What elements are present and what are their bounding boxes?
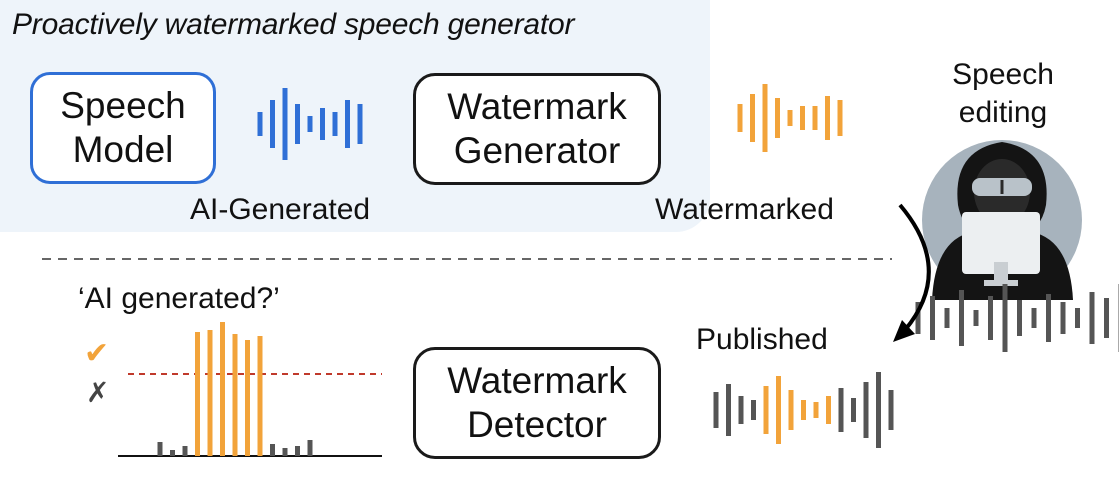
speech-editing-line2: editing [958, 96, 1048, 129]
ai-generated-question: ‘AI generated?’ [78, 282, 280, 315]
detector-score-bars [118, 322, 382, 457]
detector-bar [157, 442, 163, 456]
watermarked-label: Watermarked [655, 193, 834, 226]
generator-line1: Watermark [447, 86, 627, 127]
speech-model-line2: Model [72, 129, 174, 170]
detector-bar [282, 448, 288, 456]
detector-bar [245, 340, 250, 456]
detector-line1: Watermark [447, 360, 627, 401]
detector-bar [232, 334, 238, 456]
detector-bar [307, 440, 313, 456]
watermark-generator-box: Watermark Generator [413, 73, 661, 185]
detector-bar [220, 322, 225, 456]
speech-editing-label: Speech editing [940, 56, 1066, 132]
detector-bar [170, 450, 175, 456]
panel-title: Proactively watermarked speech generator [12, 8, 575, 41]
cross-icon: ✗ [86, 377, 110, 408]
speech-model-line1: Speech [60, 85, 186, 126]
hooded-hacker-icon [922, 140, 1082, 300]
check-icon: ✔ [84, 337, 110, 370]
detector-bar [195, 332, 200, 456]
detector-bar [295, 446, 300, 456]
detector-line2: Detector [467, 404, 607, 445]
detector-bar [182, 446, 188, 456]
speech-editing-line1: Speech [952, 58, 1054, 91]
published-waveform-icon [713, 372, 894, 448]
generator-line2: Generator [453, 130, 621, 171]
speech-model-box: Speech Model [30, 72, 216, 184]
watermarked-waveform-icon [737, 84, 843, 152]
ai-generated-waveform-icon [257, 88, 363, 160]
detector-bar [207, 330, 213, 456]
ai-generated-label: AI-Generated [190, 193, 371, 226]
published-label: Published [696, 323, 828, 356]
editing-curve-arrow [898, 203, 931, 332]
detector-bar [257, 336, 263, 456]
edited-waveform-icon [915, 284, 1119, 352]
editing-arrow-head-icon [893, 320, 915, 342]
detector-bar [270, 444, 275, 456]
watermark-detector-box: Watermark Detector [413, 347, 661, 459]
